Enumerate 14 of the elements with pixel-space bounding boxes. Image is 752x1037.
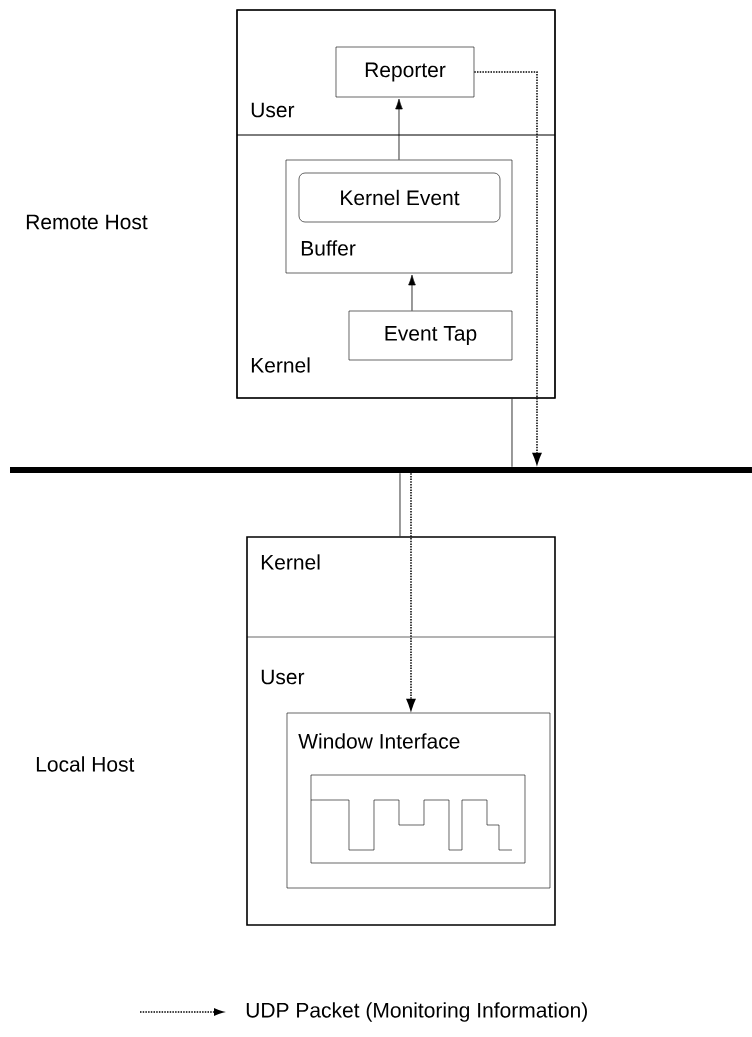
arrow bbox=[406, 472, 416, 713]
process-box: Reporter bbox=[335, 46, 475, 98]
arrow bbox=[408, 274, 416, 312]
host-label: Remote Host bbox=[26, 214, 148, 230]
region-label: Kernel bbox=[261, 554, 320, 570]
legend-text: UDP Packet (Monitoring Information) bbox=[246, 1002, 587, 1022]
window-box: Window Interface bbox=[286, 712, 551, 889]
host-label: Local Host bbox=[36, 756, 135, 772]
process-box: Event Tap bbox=[348, 310, 513, 361]
region-label: User bbox=[261, 669, 305, 685]
arrow bbox=[395, 98, 403, 161]
arrow bbox=[473, 71, 542, 467]
host-box bbox=[246, 536, 556, 926]
event-box: Kernel Event bbox=[298, 172, 501, 223]
